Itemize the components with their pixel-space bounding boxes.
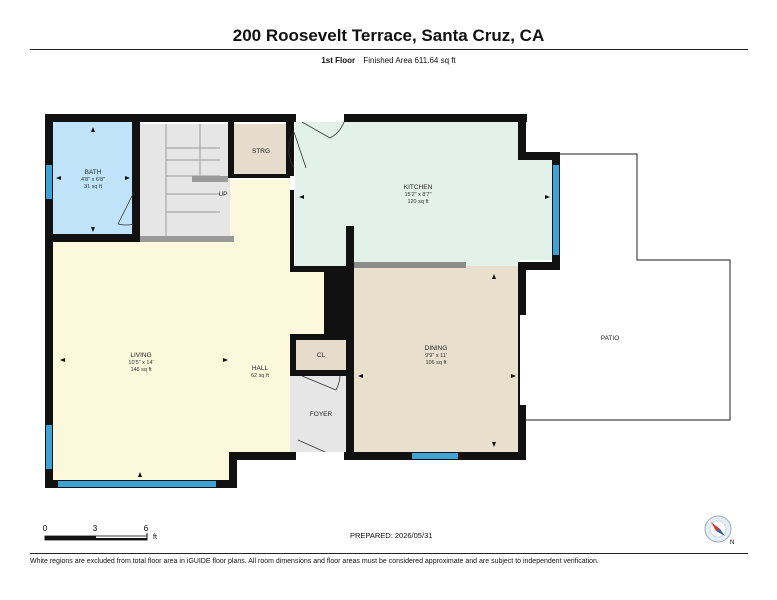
- windows: [46, 165, 559, 487]
- up-label: UP: [218, 191, 227, 198]
- patio-outline: [524, 153, 731, 421]
- kitchen-area: 120 sq ft: [407, 199, 429, 205]
- kitchen-dims: 15'2" x 8'7": [404, 192, 431, 198]
- bath-label: BATH: [85, 169, 102, 176]
- scale-bar: [44, 533, 148, 541]
- cl-label: CL: [317, 352, 326, 359]
- floor-label: 1st Floor: [321, 56, 356, 65]
- scale-unit: ft: [153, 534, 157, 541]
- page-title: 200 Roosevelt Terrace, Santa Cruz, CA: [232, 26, 545, 45]
- bath-area: 31 sq ft: [84, 184, 103, 190]
- foyer-label: FOYER: [310, 411, 333, 418]
- counter: [354, 262, 466, 268]
- closet-room: [296, 340, 346, 370]
- dimension-arrows: [56, 127, 550, 477]
- living-dims: 10'5" x 14': [128, 360, 153, 366]
- patio-label: PATIO: [601, 335, 620, 342]
- dining-dims: 9'9" x 11': [425, 353, 447, 359]
- disclaimer: White regions are excluded from total fl…: [30, 558, 599, 565]
- foyer-room: [290, 372, 354, 452]
- doors: [117, 121, 345, 457]
- door-gaps: [296, 114, 526, 460]
- living-label: LIVING: [130, 352, 151, 359]
- footer-rule: [30, 553, 748, 554]
- living-area: 146 sq ft: [130, 367, 152, 373]
- living-hall-room: [52, 180, 324, 480]
- hall-area: 62 sq ft: [251, 373, 270, 379]
- kitchen-label: KITCHEN: [404, 184, 433, 191]
- dining-room: [354, 266, 520, 452]
- kitchen-bay: [520, 160, 552, 260]
- kitchen-room: [295, 122, 520, 266]
- scale-tick-6: 6: [144, 524, 149, 533]
- floor-subtitle: 1st Floor Finished Area 611.64 sq ft: [0, 56, 777, 65]
- scale-tick-0: 0: [43, 524, 48, 533]
- hall-label: HALL: [252, 365, 269, 372]
- dining-area: 106 sq ft: [425, 360, 447, 366]
- stair-base: [140, 236, 234, 242]
- finished-area: Finished Area 611.64 sq ft: [363, 56, 456, 65]
- stair-landing: [192, 176, 228, 182]
- bath-room: [52, 122, 134, 236]
- bath-dims: 4'8" x 6'8": [81, 177, 105, 183]
- scale-tick-3: 3: [93, 524, 98, 533]
- title-rule: [30, 49, 748, 50]
- compass-north-label: N: [730, 540, 734, 546]
- prepared-date: PREPARED: 2026/05/31: [350, 531, 433, 540]
- storage-room: [232, 124, 288, 176]
- compass-icon: [704, 515, 732, 543]
- strg-label: STRG: [252, 148, 270, 155]
- dining-label: DINING: [425, 345, 448, 352]
